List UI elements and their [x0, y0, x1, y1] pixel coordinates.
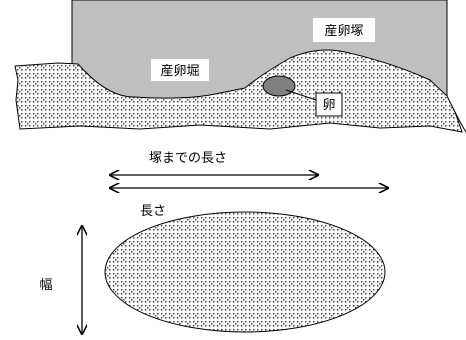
egg-label: 卵: [322, 98, 335, 113]
width-label: 幅: [39, 278, 52, 293]
bank-line: [454, 111, 466, 133]
redd-pit-label-bg: [151, 59, 209, 81]
redd-mound-label-bg: [313, 18, 375, 42]
length-label: 長さ: [140, 204, 166, 219]
length-to-mound-label: 塚までの長さ: [149, 151, 227, 166]
egg-cluster: [262, 75, 296, 97]
egg-leader-line: [285, 89, 317, 101]
redd-mound-label: 産卵塚: [324, 23, 363, 39]
redd-pit-label: 産卵堀: [160, 63, 199, 79]
egg-label-box: [315, 92, 343, 117]
redd-plan-view: [104, 211, 386, 333]
